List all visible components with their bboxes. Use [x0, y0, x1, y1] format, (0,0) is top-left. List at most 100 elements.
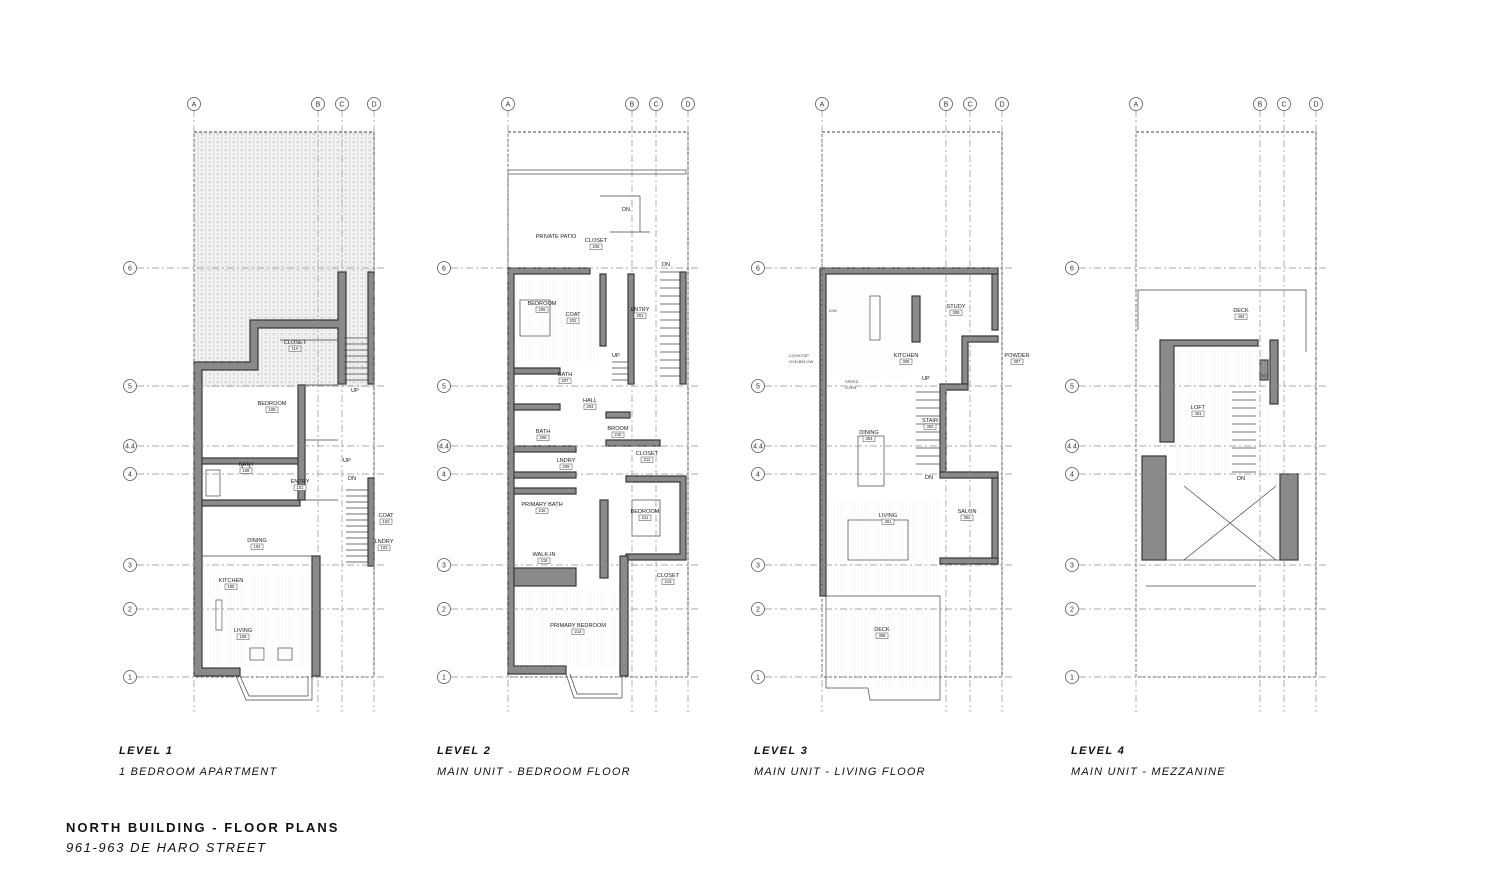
room-number-box [638, 514, 652, 521]
grid-label-2: 2 [128, 606, 132, 613]
room-number-box [559, 463, 573, 470]
level-4-title: LEVEL 4 [1071, 745, 1126, 757]
grid-label-B: B [1258, 102, 1263, 109]
room-number: 215 [541, 558, 549, 563]
room-label: LNDRY [557, 458, 576, 464]
grid-bubble-2 [437, 602, 451, 616]
grid-bubble-4 [123, 467, 137, 481]
room-label: PRIMARY BEDROOM [550, 623, 606, 629]
room-number-box [379, 518, 393, 525]
grid-bubble-2 [1065, 602, 1079, 616]
room-label: SALON [958, 509, 977, 515]
room-label: BEDROOM [258, 401, 287, 407]
grid-label-1: 1 [1070, 674, 1074, 681]
grid-bubble-B [311, 97, 325, 111]
grid-bubble-C [649, 97, 663, 111]
grid-label-C: C [1281, 102, 1286, 109]
grid-label-D: D [999, 102, 1004, 109]
grid-label-C: C [967, 102, 972, 109]
room-number-box [224, 583, 238, 590]
label-layer: CLOSET110BEDROOM109BATH108ENTRY101DINING… [219, 207, 1269, 640]
level-2-subtitle: MAIN UNIT - BEDROOM FLOOR [437, 766, 631, 778]
room-number-box [589, 243, 603, 250]
grid-label-4: 4 [442, 471, 446, 478]
grid-label-D: D [1313, 102, 1318, 109]
grid-bubble-5 [123, 379, 137, 393]
room-label: LNDRY [375, 539, 394, 545]
room-number-box [250, 543, 264, 550]
room-number-box [960, 514, 974, 521]
room-number-box [558, 377, 572, 384]
room-label: BEDROOM [528, 301, 557, 307]
grid-bubble-6 [1065, 261, 1079, 275]
room-number-box [923, 423, 937, 430]
grid-bubble-A [815, 97, 829, 111]
grid-label-1: 1 [442, 674, 446, 681]
grid-label-B: B [316, 102, 321, 109]
room-number-box [661, 578, 675, 585]
room-label: STUDY [947, 304, 966, 310]
room-number: 210 [615, 432, 623, 437]
grid-bubble-2 [751, 602, 765, 616]
room-number-box [1234, 313, 1248, 320]
room-number: 404 [1238, 314, 1246, 319]
room-label: CLOSET [585, 238, 608, 244]
level-2-labels: PRIVATE PATIOCLOSET206BEDROOM205COAT202E… [521, 234, 680, 635]
room-number: 206 [593, 244, 601, 249]
grid-bubble-5 [437, 379, 451, 393]
room-number: 106 [240, 634, 248, 639]
room-label: DINING [859, 430, 879, 436]
room-label: DECK [1233, 308, 1249, 314]
level-1-subtitle: 1 BEDROOM APARTMENT [119, 766, 278, 778]
room-number: 110 [292, 346, 299, 351]
room-label: BATH [558, 372, 573, 378]
grid-bubble-2 [123, 602, 137, 616]
room-label: STAIR [922, 418, 938, 424]
room-number: 305 [903, 359, 911, 364]
room-number-box [611, 431, 625, 438]
grid-label-4: 4 [128, 471, 132, 478]
room-label: PRIMARY BATH [521, 502, 562, 508]
grid-bubble-4 [751, 467, 765, 481]
room-number: 302 [964, 515, 972, 520]
room-number-box [377, 544, 391, 551]
grid-bubble-4.4 [123, 439, 137, 453]
grid-bubble-3 [1065, 558, 1079, 572]
room-number: 306 [953, 310, 961, 315]
room-number-box [875, 632, 889, 639]
room-label: ENTRY [631, 307, 650, 313]
grid-bubble-4.4 [751, 439, 765, 453]
room-label: DECK [874, 627, 890, 633]
room-number: 212 [644, 457, 652, 462]
room-label: CLOSET [636, 451, 659, 457]
grid-label-2: 2 [442, 606, 446, 613]
room-number-box [571, 628, 585, 635]
room-number-box [535, 306, 549, 313]
grid-label-3: 3 [1070, 562, 1074, 569]
room-label: BATH [239, 462, 254, 468]
grid-label-5: 5 [128, 383, 132, 390]
room-number: 209 [563, 464, 571, 469]
grid-label-4.4: 4.4 [125, 443, 135, 450]
grid-label-6: 6 [442, 265, 446, 272]
grid-bubble-D [681, 97, 695, 111]
property-boundary [821, 131, 1003, 678]
grid-label-A: A [506, 102, 511, 109]
room-number: 202 [570, 318, 578, 323]
grid-label-B: B [944, 102, 949, 109]
grid-label-2: 2 [756, 606, 760, 613]
grid-label-5: 5 [442, 383, 446, 390]
stair-direction-tag: DN [348, 476, 356, 482]
grid-bubble-4 [1065, 467, 1079, 481]
grid-bubble-D [995, 97, 1009, 111]
room-number: 207 [562, 378, 570, 383]
grid-label-3: 3 [756, 562, 760, 569]
level-3-title: LEVEL 3 [754, 745, 809, 757]
grid-label-6: 6 [128, 265, 132, 272]
